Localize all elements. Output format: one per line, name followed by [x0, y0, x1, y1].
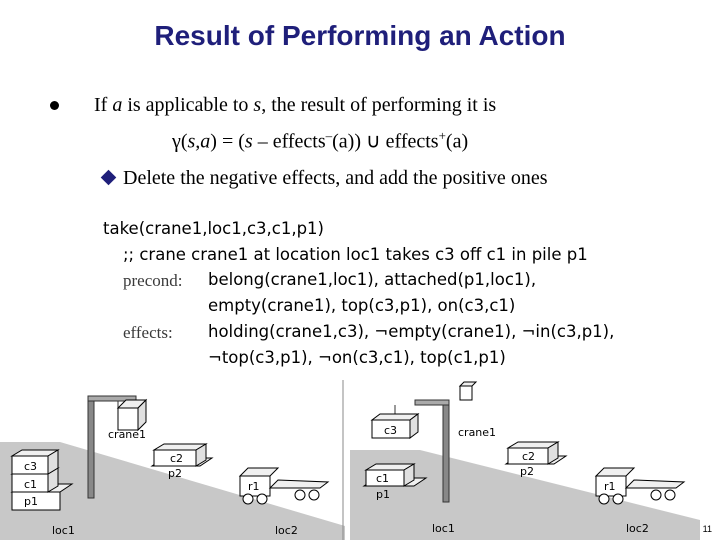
right-container-c3-side — [409, 413, 419, 439]
bullet-text-part: is applicable to — [122, 94, 254, 116]
transition-formula: γ(s,a) = (s – effects–(a)) ∪ effects+(a) — [172, 128, 468, 154]
left-robot-cab-top — [238, 467, 280, 477]
left-robot-wheel — [308, 489, 320, 501]
precond-line-2: empty(crane1), top(c3,p1), on(c3,c1) — [208, 296, 516, 315]
right-robot-cab-top — [594, 467, 636, 477]
precond-line-1: belong(crane1,loc1), attached(p1,loc1), — [208, 270, 537, 289]
precond-label: precond: — [123, 271, 183, 290]
right-crane-cab-top — [458, 381, 478, 387]
formula-part: γ( — [172, 130, 188, 153]
left-ground — [0, 442, 345, 540]
state-diagrams: p1 c1 c3 crane1 p2 c2 — [0, 380, 700, 540]
right-robot-wheel — [664, 489, 676, 501]
bullet-var-a: a — [112, 94, 123, 116]
left-crane-jib — [87, 395, 137, 402]
right-label-loc2: loc2 — [626, 522, 649, 535]
operator-comment: ;; crane crane1 at location loc1 takes c… — [123, 245, 588, 264]
formula-sup: + — [438, 128, 446, 143]
left-scene: p1 c1 c3 crane1 p2 c2 — [0, 395, 345, 540]
left-label-r1: r1 — [248, 480, 260, 493]
left-label-crane1: crane1 — [108, 428, 146, 441]
left-crane-cab — [117, 407, 139, 431]
left-robot-wheel — [242, 493, 254, 505]
bullet-text-part: , the result of performing it is — [261, 94, 497, 116]
left-label-loc2: loc2 — [275, 524, 298, 537]
right-label-loc1: loc1 — [432, 522, 455, 535]
formula-var: s,a — [187, 130, 211, 153]
bullet-text-part: If — [94, 94, 113, 116]
left-container-c2-side — [195, 443, 207, 467]
left-robot-cab — [239, 475, 271, 497]
right-robot-wheel — [650, 489, 662, 501]
right-label-c1: c1 — [376, 472, 389, 485]
right-robot-wheel — [598, 493, 610, 505]
right-crane-jib — [414, 399, 450, 406]
sub-bullet-text: Delete the negative effects, and add the… — [123, 167, 548, 189]
bullet-text: If a is applicable to s, the result of p… — [94, 94, 496, 117]
right-container-c1-side — [403, 463, 415, 487]
left-label-c2: c2 — [170, 452, 183, 465]
left-label-c3: c3 — [24, 460, 37, 473]
left-crane-mast — [87, 397, 95, 499]
right-label-p2: p2 — [520, 465, 534, 478]
right-robot-bed — [624, 479, 686, 489]
right-label-p1: p1 — [376, 488, 390, 501]
operator-head: take(crane1,loc1,c3,c1,p1) — [103, 219, 324, 238]
right-robot-wheel — [612, 493, 624, 505]
right-container-c2-side — [547, 441, 559, 465]
effects-line-2: ¬top(c3,p1), ¬on(c3,c1), top(c1,p1) — [208, 348, 506, 367]
bullet-var-s: s — [253, 94, 262, 116]
left-robot-wheel — [294, 489, 306, 501]
right-robot-cab — [595, 475, 627, 497]
right-label-r1: r1 — [604, 480, 616, 493]
slide-title: Result of Performing an Action — [154, 20, 566, 51]
right-label-crane1: crane1 — [458, 426, 496, 439]
left-crane-cab-side — [137, 398, 147, 432]
right-label-c3: c3 — [384, 424, 397, 437]
left-label-loc1: loc1 — [52, 524, 75, 537]
formula-part: (a)) ∪ effects — [332, 130, 439, 153]
right-crane-mast — [442, 401, 450, 503]
left-robot-bed — [268, 479, 330, 489]
bullet-dot-icon — [50, 101, 59, 110]
left-label-p2: p2 — [168, 467, 182, 480]
left-container-c3-side — [47, 449, 59, 475]
left-robot-wheel — [256, 493, 268, 505]
right-crane-cab — [459, 385, 473, 401]
effects-label: effects: — [123, 323, 173, 342]
right-scene: c3 crane1 p1 c1 p2 c2 r1 loc1 — [350, 381, 700, 540]
diamond-bullet-icon — [100, 169, 117, 186]
right-label-c2: c2 — [522, 450, 535, 463]
formula-part: ) = ( — [210, 130, 245, 153]
formula-var: s — [244, 130, 253, 153]
formula-part: (a) — [445, 130, 469, 153]
effects-line-1: holding(crane1,c3), ¬empty(crane1), ¬in(… — [208, 322, 615, 341]
left-label-c1: c1 — [24, 478, 37, 491]
left-label-p1: p1 — [24, 495, 38, 508]
formula-sup: – — [325, 128, 333, 143]
page-number: 11 — [702, 524, 712, 534]
sub-bullet: Delete the negative effects, and add the… — [100, 167, 548, 190]
right-ground — [350, 450, 700, 540]
formula-part: – effects — [252, 130, 326, 153]
